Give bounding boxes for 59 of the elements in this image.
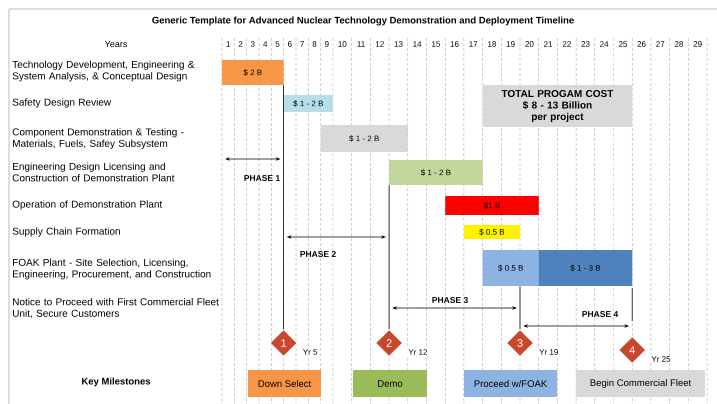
year-number: 21 <box>542 40 554 48</box>
cost-bar: $ 1 - 2 B <box>284 95 333 112</box>
row-label: Engineering Design Licensing and Construction of Demonstration Plant <box>12 162 174 182</box>
year-number: 18 <box>486 40 498 48</box>
year-number: 28 <box>673 40 684 48</box>
row-label: Safety Design Review <box>12 98 112 108</box>
year-number: 5 <box>274 40 281 48</box>
cost-summary-box: TOTAL PROGAM COST $ 8 - 13 Billion per project <box>482 85 632 127</box>
row-label: Operation of Demonstration Plant <box>12 200 162 210</box>
year-number: 15 <box>430 40 442 48</box>
year-number: 24 <box>598 40 610 48</box>
year-number: 27 <box>654 40 666 48</box>
year-number: 7 <box>298 40 306 48</box>
year-number: 23 <box>580 40 591 48</box>
year-number: 9 <box>324 40 330 48</box>
year-number: 1 <box>224 40 232 48</box>
year-number: 13 <box>393 40 404 48</box>
year-number: 3 <box>250 40 256 48</box>
year-number: 12 <box>374 40 386 48</box>
phase-label: PHASE 1 <box>244 175 280 181</box>
title: Generic Template for Advanced Nuclear Technology Demonstration and Deployment Timeline <box>152 16 574 26</box>
milestone-box: Demo <box>353 370 427 397</box>
cost-bar: $ 2 B <box>222 60 284 85</box>
phase-label: PHASE 2 <box>300 251 336 257</box>
year-number: 22 <box>561 40 572 48</box>
row-label: Component Demonstration & Testing - Materials, Fuels, Safey Subsystem <box>12 128 184 149</box>
row-label: Notice to Proceed with First Commercial Fleet Unit, Secure Customers <box>12 298 219 318</box>
row-label: Supply Chain Formation <box>12 227 120 237</box>
year-number: 26 <box>636 40 647 48</box>
cost-bar: $ 1 - 2 B <box>320 125 408 152</box>
milestone-box: Begin Commercial Fleet <box>576 370 705 397</box>
year-number: 4 <box>262 40 268 48</box>
milestone-line <box>283 84 284 330</box>
row-label: Technology Development, Engineering & System Analysis, & Conceptual Design <box>12 60 194 82</box>
milestone-box: Down Select <box>248 370 321 397</box>
year-number: 19 <box>505 40 516 48</box>
milestone-line <box>388 184 390 330</box>
year-number: 14 <box>412 40 423 48</box>
cost-bar: $ 0.5 B <box>464 225 520 239</box>
row-label: FOAK Plant - Site Selection, Licensing, Engineering, Procurement, and Construction <box>13 258 210 280</box>
cost-bar: $1 B <box>445 196 539 215</box>
year-number: 16 <box>449 40 460 48</box>
section-label: Key Milestones <box>82 378 150 386</box>
cost-bar: $ 0.5 B <box>482 250 539 286</box>
year-number: 6 <box>286 40 294 48</box>
cost-bar: $ 1 - 3 B <box>538 250 632 286</box>
year-number: 2 <box>237 40 244 48</box>
axis-label: Years <box>104 40 128 48</box>
year-number: 20 <box>524 40 535 48</box>
year-number: 29 <box>692 40 704 48</box>
milestone-box: Proceed w/FOAK <box>464 370 557 397</box>
year-number: 10 <box>336 40 348 48</box>
phase-label: PHASE 4 <box>582 311 618 317</box>
phase-label: PHASE 3 <box>432 297 468 304</box>
year-number: 8 <box>311 40 318 48</box>
year-number: 11 <box>356 40 366 48</box>
cost-bar: $ 1 - 2 B <box>389 160 483 185</box>
year-number: 17 <box>468 40 479 48</box>
year-number: 25 <box>617 40 628 48</box>
